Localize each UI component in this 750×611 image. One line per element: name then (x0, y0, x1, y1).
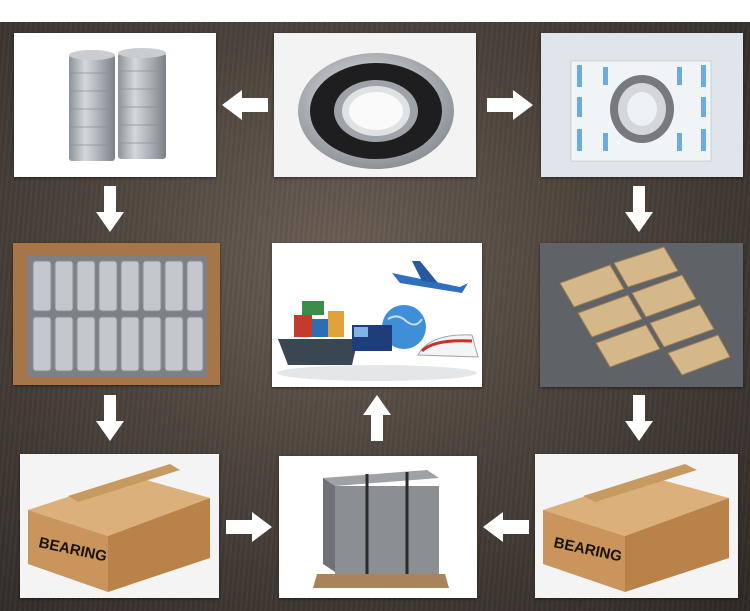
shipping-panel (272, 243, 482, 387)
carton-icon: BEARING (543, 464, 729, 592)
bearing-stack-icon (69, 48, 166, 161)
arrow-down-icon (96, 395, 124, 441)
arrow-down-icon (96, 186, 124, 232)
arrow-down-icon (625, 186, 653, 232)
arrow-up-icon (363, 395, 391, 441)
bearing-panel (274, 33, 476, 177)
ball-bearing-icon (298, 53, 454, 169)
bearing-stacks-panel (14, 33, 216, 177)
pallet-icon (313, 470, 449, 588)
small-boxes-panel (540, 243, 743, 387)
arrow-right-icon (487, 90, 533, 120)
arrow-left-icon (483, 512, 529, 542)
carton-icon: BEARING (28, 464, 210, 592)
individual-packaging-panel (541, 33, 743, 177)
carton-left-panel: BEARING (20, 454, 219, 598)
arrow-right-icon (226, 512, 272, 542)
arrow-left-icon (222, 90, 268, 120)
arrow-down-icon (625, 395, 653, 441)
plastic-wrapped-bearing-icon (570, 60, 712, 162)
open-carton-icon (13, 243, 220, 385)
bulk-box-panel (13, 243, 220, 385)
shipping-modes-icon (277, 261, 479, 381)
pallet-panel (279, 456, 477, 598)
carton-right-panel: BEARING (535, 454, 738, 598)
small-boxes-icon (559, 246, 731, 376)
